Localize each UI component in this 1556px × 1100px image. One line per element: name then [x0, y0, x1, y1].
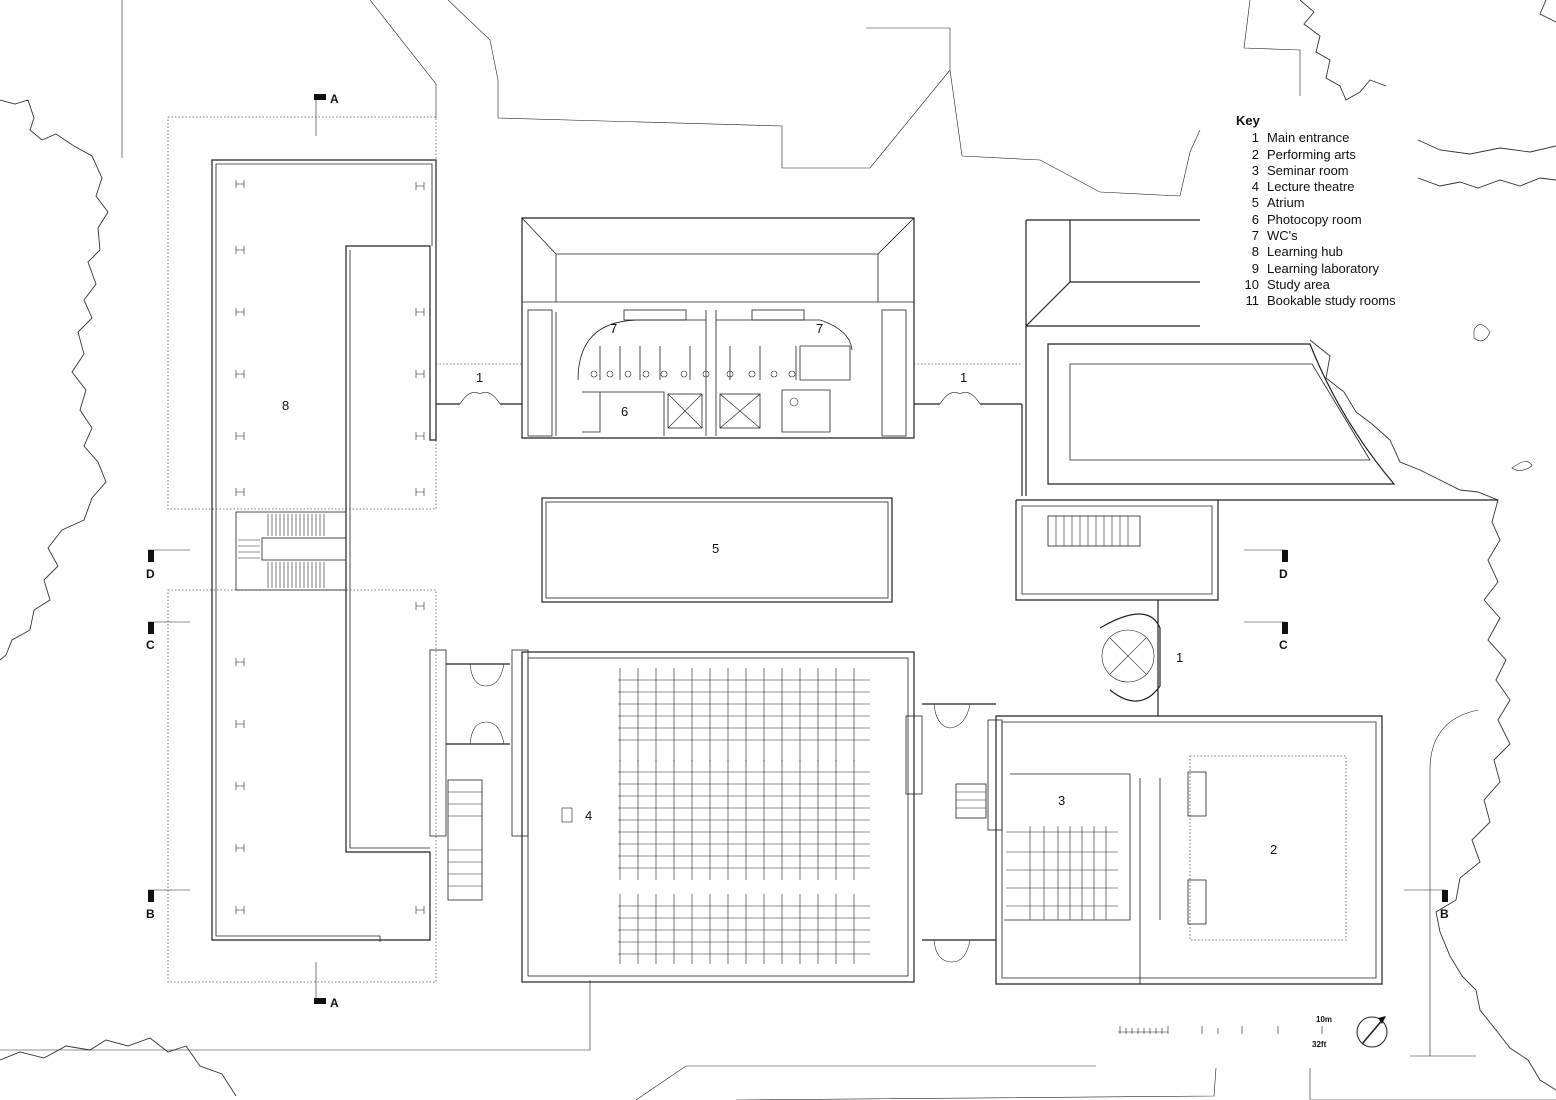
legend-title: Key [1236, 113, 1260, 128]
tree-outline-southwest [0, 1037, 237, 1097]
section-label-b-left: B [146, 907, 155, 921]
north-arrow-icon [1356, 1016, 1388, 1048]
legend-item-label: Main entrance [1267, 130, 1350, 146]
adjacent-building-south [635, 1065, 1556, 1100]
legend-item: 4 Lecture theatre [1236, 179, 1396, 195]
legend-list: 1 Main entrance 2 Performing arts 3 Seminar r… [1236, 130, 1396, 309]
room-label-entrance-east: 1 [960, 370, 967, 385]
lecture-theatre [429, 649, 923, 983]
section-label-b-right: B [1440, 907, 1449, 921]
legend-item-number: 8 [1251, 244, 1259, 260]
legend-item-number: 1 [1251, 130, 1259, 146]
scale-label-imperial: 32ft [1312, 1040, 1327, 1049]
entrance-doors [436, 363, 1022, 405]
legend-item: 9 Learning laboratory [1236, 261, 1396, 277]
legend-item-number: 11 [1245, 293, 1260, 309]
seminar-and-performing-block [922, 600, 1383, 985]
adjacent-building-east [1410, 709, 1479, 1057]
tree-east-blob [1511, 461, 1533, 471]
legend-item-label: Atrium [1267, 195, 1305, 211]
theatre-seating-rows [618, 668, 870, 964]
east-block [1015, 219, 1498, 601]
legend-item-number: 9 [1251, 260, 1259, 276]
legend-item-label: WC's [1267, 228, 1298, 244]
room-label-wc-left: 7 [610, 321, 617, 336]
legend-item-label: Lecture theatre [1267, 179, 1355, 195]
legend-item-number: 7 [1251, 228, 1259, 244]
legend-item-label: Bookable study rooms [1267, 293, 1396, 309]
legend-item-number: 10 [1244, 276, 1259, 292]
tree-outline-northeast [1299, 0, 1556, 101]
legend-item: 2 Performing arts [1236, 147, 1396, 163]
legend-item-label: Learning hub [1267, 244, 1343, 260]
section-label-c-right: C [1279, 638, 1288, 652]
legend-item: 3 Seminar room [1236, 163, 1396, 179]
room-label-wc-right: 7 [816, 321, 823, 336]
legend-item: 11 Bookable study rooms [1236, 293, 1396, 309]
adjacent-building-southwest [0, 980, 591, 1051]
north-core-block [521, 217, 915, 439]
legend-item-label: Learning laboratory [1267, 260, 1380, 276]
tree-outline-east [1309, 139, 1556, 1091]
room-label-seminar-room: 3 [1058, 793, 1065, 808]
tree-northeast-blob [1473, 324, 1491, 342]
legend-item-label: Study area [1267, 276, 1330, 292]
room-labels: 8 1 1 1 7 7 6 5 4 3 2 [282, 321, 1277, 857]
legend-item: 7 WC's [1236, 228, 1396, 244]
section-label-a-bottom: A [330, 996, 339, 1010]
legend-item-label: Performing arts [1267, 146, 1356, 162]
learning-hub-wing [167, 116, 437, 983]
tree-outline-west [0, 99, 109, 661]
legend-item-number: 4 [1251, 179, 1259, 195]
scale-label-metric: 10m [1316, 1015, 1332, 1024]
legend-item: 1 Main entrance [1236, 130, 1396, 146]
scale-labels: 10m 32ft [1312, 1015, 1332, 1049]
legend-key: Key 1 Main entrance 2 Performing arts 3 Semin… [1236, 113, 1396, 310]
room-label-performing-arts: 2 [1270, 842, 1277, 857]
section-labels: A A D C B D C B [146, 92, 1449, 1010]
room-label-photocopy: 6 [621, 404, 628, 419]
section-label-c-left: C [146, 638, 155, 652]
legend-item: 8 Learning hub [1236, 244, 1396, 260]
room-label-learning-hub: 8 [282, 398, 289, 413]
section-markers [148, 94, 1448, 1004]
legend-item-number: 3 [1251, 162, 1259, 178]
scale-bar [1118, 1026, 1323, 1034]
section-label-d-left: D [146, 567, 155, 581]
room-label-atrium: 5 [712, 541, 719, 556]
room-label-lecture-theatre: 4 [585, 808, 592, 823]
room-label-entrance-west: 1 [476, 370, 483, 385]
legend-item-label: Photocopy room [1267, 211, 1362, 227]
section-label-d-right: D [1279, 567, 1288, 581]
adjacent-building-north [369, 0, 1301, 197]
legend-item-number: 5 [1251, 195, 1259, 211]
legend-item-number: 6 [1251, 211, 1259, 227]
section-label-a-top: A [330, 92, 339, 106]
atrium [541, 497, 893, 603]
room-label-entrance-south: 1 [1176, 650, 1183, 665]
legend-item: 5 Atrium [1236, 195, 1396, 211]
legend-item-number: 2 [1251, 146, 1259, 162]
legend-item-label: Seminar room [1267, 162, 1349, 178]
legend-item: 6 Photocopy room [1236, 212, 1396, 228]
legend-item: 10 Study area [1236, 277, 1396, 293]
